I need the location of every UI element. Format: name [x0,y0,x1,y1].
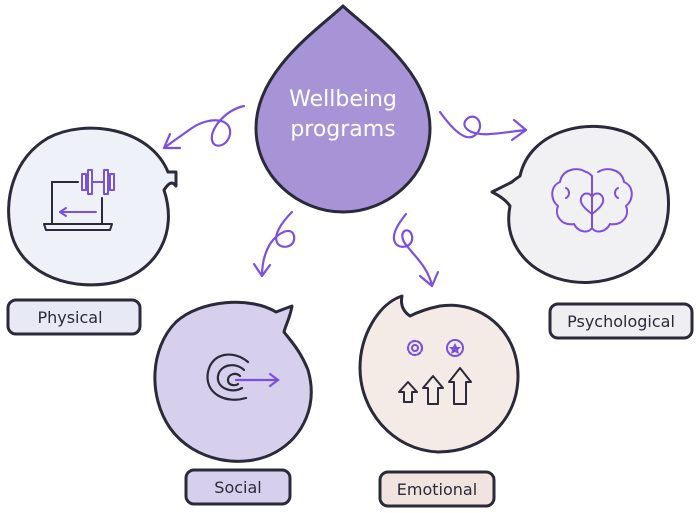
label-psychological-text: Psychological [567,312,675,331]
social-node [153,300,313,463]
brain-heart-icon [551,168,633,233]
label-emotional: Emotional [378,470,496,508]
center-node: Wellbeing programs [254,4,432,214]
label-physical: Physical [6,298,142,336]
arrow-to-psychological [438,110,528,139]
center-title-line2: programs [290,117,395,142]
label-psychological: Psychological [548,302,694,340]
arrow-to-physical [162,104,246,150]
label-physical-text: Physical [37,308,102,327]
gears-up-arrows-icon [398,339,472,405]
physical-node [7,126,178,287]
label-social-text: Social [214,478,261,497]
psychological-node [490,124,671,284]
physical-bubble [7,126,178,287]
arrow-to-emotional [392,212,434,288]
connector-arrows [162,104,528,288]
label-social: Social [184,468,292,506]
arrow-to-emotional-head [418,270,440,288]
arrow-to-psychological-head [510,118,528,142]
arrow-to-social-head [252,262,272,278]
center-drop-shape [254,4,432,214]
emotional-bubble [358,294,520,454]
arrow-to-social [260,210,296,278]
label-emotional-text: Emotional [397,480,477,499]
laptop-dumbbell-icon [43,169,115,231]
concentric-circle-arrow-icon [206,353,280,401]
center-title-line1: Wellbeing [289,87,397,112]
psychological-bubble [490,124,671,284]
arrow-to-physical-head [162,132,182,150]
emotional-node [358,294,520,454]
social-bubble [153,300,313,463]
